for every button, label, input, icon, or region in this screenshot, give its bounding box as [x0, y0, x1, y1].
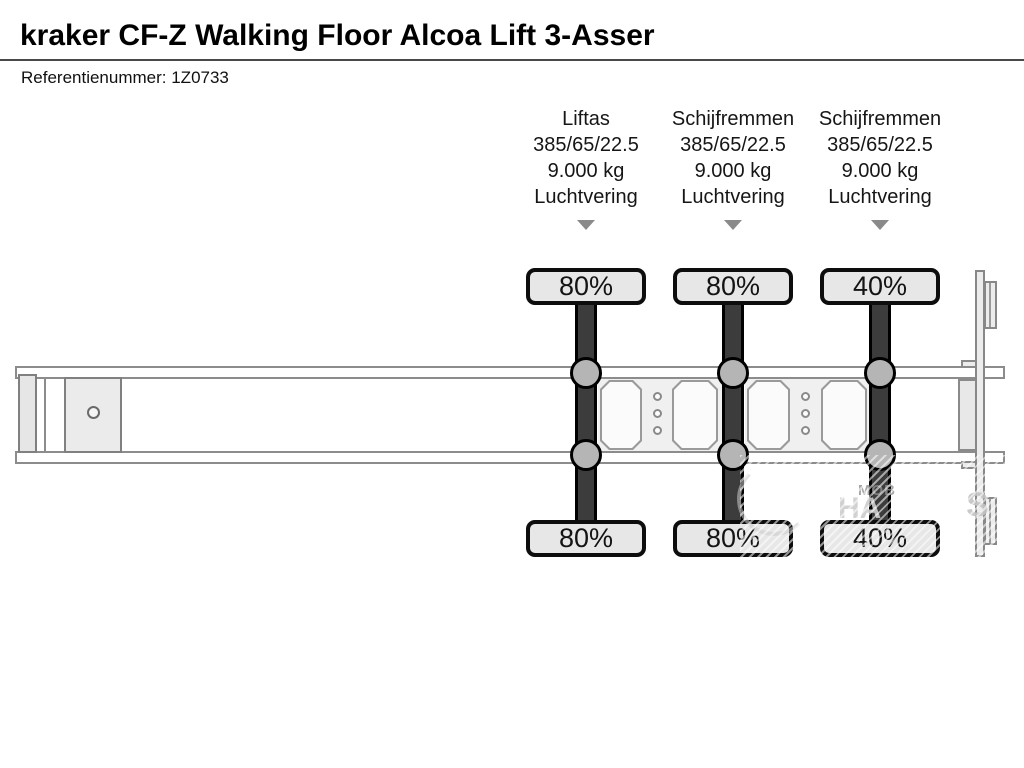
bay-panel: [600, 380, 642, 450]
axle-1-hub-bottom: [570, 439, 602, 471]
page-title: kraker CF-Z Walking Floor Alcoa Lift 3-A…: [20, 19, 655, 52]
bolt-hole-icon: [801, 392, 810, 401]
axle-3-hub-top: [864, 357, 896, 389]
axle-3-spec-label: Schijfremmen 385/65/22.5 9.000 kg Luchtv…: [792, 106, 968, 210]
bolt-hole-icon: [653, 392, 662, 401]
cross-member-bay-2: [745, 379, 869, 451]
axle-2-hub-bottom: [717, 439, 749, 471]
tyre-wear-value: 40%: [852, 523, 908, 553]
cross-member-bay-1: [598, 379, 722, 451]
axle-3-tyre-top: 40%: [820, 268, 940, 305]
axle-1-bar: [575, 296, 597, 528]
bolt-hole-icon: [801, 409, 810, 418]
triangle-down-icon: [724, 220, 742, 230]
tyre-wear-value: 80%: [558, 523, 614, 553]
axle-1-tyre-bottom: 80%: [526, 520, 646, 557]
bay-panel: [747, 380, 790, 450]
front-cross-member: [44, 379, 46, 451]
axle-2-spec-label: Schijfremmen 385/65/22.5 9.000 kg Luchtv…: [645, 106, 821, 210]
axle-2-tyre-top: 80%: [673, 268, 793, 305]
axle-3-suspension: Luchtvering: [828, 186, 932, 208]
axle-2-suspension: Luchtvering: [681, 186, 785, 208]
axle-2-name: Schijfremmen: [671, 108, 795, 130]
tyre-wear-value: 80%: [705, 271, 761, 301]
axle-3-bar: [869, 296, 891, 528]
axle-1-tyre-top: 80%: [526, 268, 646, 305]
axle-2-tyre-size: 385/65/22.5: [680, 134, 786, 156]
triangle-down-icon: [577, 220, 595, 230]
chassis-top-rail: [15, 366, 1005, 379]
reference-number: Referentienummer: 1Z0733: [21, 68, 229, 87]
axle-3-load: 9.000 kg: [841, 160, 919, 182]
axle-3-name: Schijfremmen: [818, 108, 942, 130]
axle-2-tyre-bottom: 80%: [673, 520, 793, 557]
tyre-wear-value: 40%: [852, 271, 908, 301]
axle-1-spec-label: Liftas 385/65/22.5 9.000 kg Luchtvering: [498, 106, 674, 210]
rear-light-bracket: [984, 497, 997, 545]
axle-1-suspension: Luchtvering: [534, 186, 638, 208]
axle-2-hub-top: [717, 357, 749, 389]
rear-light-bracket: [984, 281, 997, 329]
bay-panel: [672, 380, 718, 450]
axle-1-load: 9.000 kg: [547, 160, 625, 182]
bolt-hole-icon: [653, 409, 662, 418]
triangle-down-icon: [871, 220, 889, 230]
axle-1-name: Liftas: [562, 108, 610, 130]
kingpin-icon: [87, 406, 100, 419]
axle-2-load: 9.000 kg: [694, 160, 772, 182]
bay-panel: [821, 380, 867, 450]
axle-3-tyre-bottom: 40%: [820, 520, 940, 557]
bolt-hole-icon: [801, 426, 810, 435]
axle-3-hub-bottom: [864, 439, 896, 471]
header-divider: [0, 59, 1024, 61]
axle-2-bar: [722, 296, 744, 528]
axle-1-hub-top: [570, 357, 602, 389]
front-end-plate: [18, 374, 37, 453]
bolt-hole-icon: [653, 426, 662, 435]
chassis-bottom-rail: [15, 451, 1005, 464]
tyre-wear-value: 80%: [705, 523, 761, 553]
axle-1-tyre-size: 385/65/22.5: [533, 134, 639, 156]
tyre-wear-value: 80%: [558, 271, 614, 301]
axle-3-tyre-size: 385/65/22.5: [827, 134, 933, 156]
